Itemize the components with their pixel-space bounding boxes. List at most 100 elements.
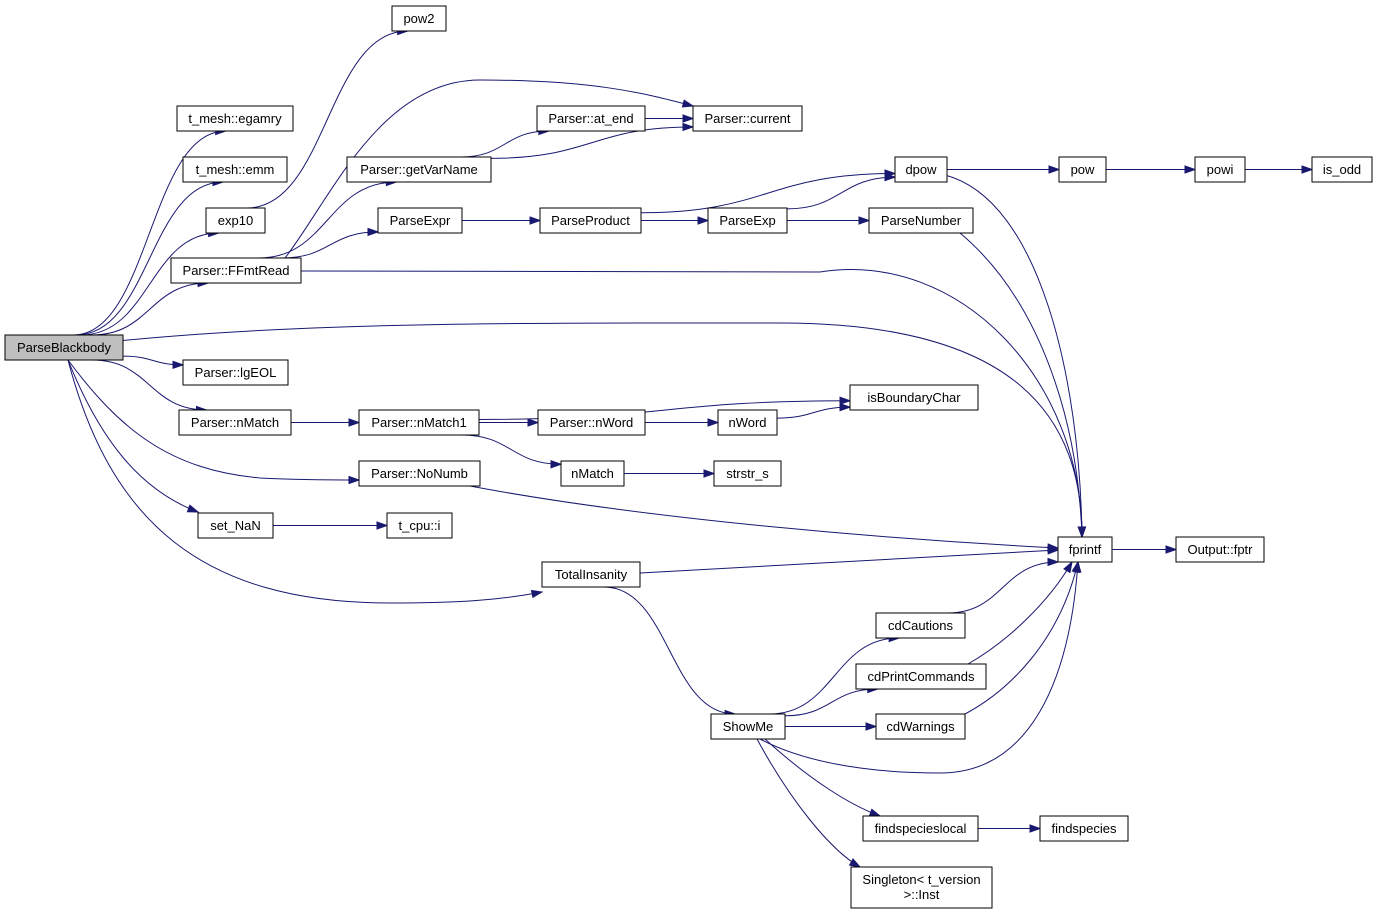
node-emm[interactable]: t_mesh::emm [182, 156, 288, 183]
node-dpow[interactable]: dpow [894, 156, 948, 183]
node-nonumb[interactable]: Parser::NoNumb [358, 460, 481, 487]
node-nmatchg[interactable]: nMatch [560, 460, 625, 487]
arrowhead [529, 216, 542, 225]
arrowhead [682, 122, 695, 132]
node-box [1039, 815, 1129, 842]
edge-nMatch-to-nMatch1 [290, 418, 361, 427]
node-lgeol[interactable]: Parser::lgEOL [182, 359, 289, 386]
edge-ParseBlackbody-to-FFmtRead [91, 278, 210, 336]
arrowhead [839, 402, 852, 412]
edge-ParseBlackbody-to-setNaN [67, 359, 200, 513]
node-parseexp[interactable]: ParseExp [707, 207, 788, 234]
arrowhead [530, 589, 544, 599]
node-nmatch1[interactable]: Parser::nMatch1 [358, 409, 480, 436]
node-label: cdPrintCommands [868, 669, 975, 684]
arrowhead [550, 460, 563, 469]
node-box [717, 409, 778, 436]
node-parseproduct[interactable]: ParseProduct [539, 207, 642, 234]
node-exp10[interactable]: exp10 [205, 207, 266, 234]
arrowhead [1071, 560, 1080, 574]
node-box [868, 207, 974, 234]
edge-FFmtRead-to-ParseExpr [281, 227, 380, 259]
node-atend[interactable]: Parser::at_end [536, 105, 646, 132]
node-isboundarychar[interactable]: isBoundaryChar [849, 384, 979, 411]
edge-cdCautions-to-fprintf [947, 557, 1060, 614]
arrowhead [703, 469, 716, 478]
node-parseblackbody[interactable]: ParseBlackbody [4, 334, 124, 361]
node-box [4, 334, 124, 361]
node-pnword[interactable]: Parser::nWord [537, 409, 646, 436]
node-box [182, 359, 289, 386]
node-label: powi [1207, 162, 1234, 177]
node-egamry[interactable]: t_mesh::egamry [176, 105, 294, 132]
arrowhead [367, 227, 380, 237]
node-label: Parser::FFmtRead [183, 263, 290, 278]
edge-atEnd-to-current [645, 114, 695, 123]
node-fprintf[interactable]: fprintf [1057, 536, 1113, 563]
node-cdcautions[interactable]: cdCautions [875, 612, 966, 639]
node-box [537, 409, 646, 436]
node-cdprintcommands[interactable]: cdPrintCommands [855, 663, 987, 690]
edge-getVarName-to-atEnd [461, 126, 551, 158]
node-label: Parser::at_end [548, 111, 633, 126]
node-findspecies[interactable]: findspecies [1039, 815, 1129, 842]
node-tcpu[interactable]: t_cpu::i [386, 512, 453, 539]
edge-nMatchG-to-strstr [624, 469, 716, 478]
arrowhead [868, 808, 882, 817]
node-box [692, 105, 803, 132]
node-label: t_cpu::i [399, 518, 441, 533]
node-fptr[interactable]: Output::fptr [1175, 536, 1265, 563]
node-isodd[interactable]: is_odd [1311, 156, 1373, 183]
node-box [541, 561, 641, 588]
arrowhead [682, 114, 695, 123]
arrowhead [527, 418, 540, 427]
node-parseexpr[interactable]: ParseExpr [377, 207, 463, 234]
node-parsenumber[interactable]: ParseNumber [868, 207, 974, 234]
edge-TotalInsanity-to-fprintf [639, 546, 1060, 574]
node-nword[interactable]: nWord [717, 409, 778, 436]
node-label: dpow [905, 162, 937, 177]
node-pow[interactable]: pow [1058, 156, 1107, 183]
node-box [539, 207, 642, 234]
node-label: Singleton< t_version>::Inst [862, 872, 980, 902]
node-findspecieslocal[interactable]: findspecieslocal [862, 815, 979, 842]
node-totalinsanity[interactable]: TotalInsanity [541, 561, 641, 588]
node-label: Parser::current [705, 111, 791, 126]
node-box [855, 663, 987, 690]
arrowhead [1077, 526, 1087, 539]
edge-ShowMe-to-Singleton [756, 738, 862, 868]
node-label: is_odd [1323, 162, 1361, 177]
node-strstr[interactable]: strstr_s [713, 460, 782, 487]
node-box [358, 460, 481, 487]
node-singleton[interactable]: Singleton< t_version>::Inst [850, 866, 993, 909]
arrowhead [172, 360, 185, 370]
node-cdwarnings[interactable]: cdWarnings [875, 713, 966, 740]
node-nmatch[interactable]: Parser::nMatch [178, 409, 292, 436]
node-powi[interactable]: powi [1194, 156, 1246, 183]
edge-ShowMe-to-cdWarnings [785, 722, 878, 731]
arrowhead [376, 521, 389, 530]
node-getvarname[interactable]: Parser::getVarName [346, 156, 492, 183]
node-setnan[interactable]: set_NaN [197, 512, 274, 539]
node-showme[interactable]: ShowMe [710, 713, 786, 740]
edge-pnWord-to-nWord [644, 418, 720, 427]
node-box [875, 612, 966, 639]
node-label: ShowMe [723, 719, 774, 734]
edge-TotalInsanity-to-ShowMe [603, 586, 737, 719]
edge-ParseExpr-to-ParseProduct [462, 216, 542, 225]
edge-ParseProduct-to-ParseExp [641, 216, 710, 225]
arrowhead [1029, 824, 1042, 833]
node-label: ParseNumber [881, 213, 962, 228]
node-current[interactable]: Parser::current [692, 105, 803, 132]
node-pow2[interactable]: pow2 [391, 5, 447, 32]
arrowhead [865, 722, 878, 731]
edge-cdPrintCommands-to-fprintf [967, 560, 1073, 665]
node-ffmtread[interactable]: Parser::FFmtRead [170, 257, 302, 284]
node-box [536, 105, 646, 132]
node-box [358, 409, 480, 436]
node-box [205, 207, 266, 234]
arrowhead [707, 418, 720, 427]
edge-fprintf-to-fptr [1112, 545, 1178, 554]
node-label: findspecieslocal [875, 821, 967, 836]
node-box [849, 384, 979, 411]
